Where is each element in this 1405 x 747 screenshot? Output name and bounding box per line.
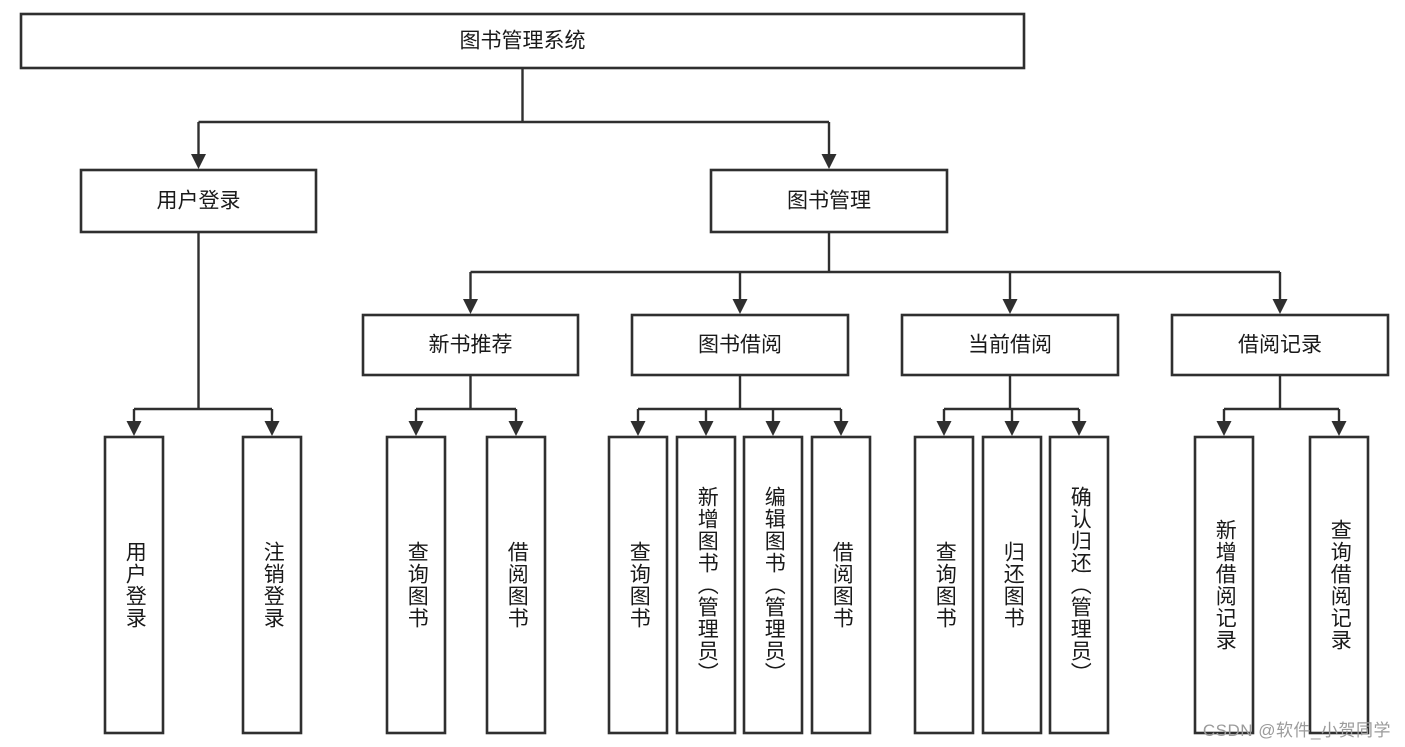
level3-box-2[interactable] bbox=[900, 313, 1120, 377]
level3-box-3[interactable] bbox=[1170, 313, 1390, 377]
current-leaves-arrow-1 bbox=[1004, 421, 1020, 436]
record-leaves-arrow-1 bbox=[1331, 421, 1347, 436]
leaf-box-11[interactable] bbox=[1193, 435, 1255, 735]
leaf-box-9[interactable] bbox=[981, 435, 1043, 735]
leaf-box-1[interactable] bbox=[241, 435, 303, 735]
level3-label-2: 当前借阅 bbox=[968, 334, 1052, 357]
current-leaves-arrow-2 bbox=[1071, 421, 1087, 436]
connector-layer bbox=[126, 68, 1347, 436]
leaf-box-10[interactable] bbox=[1048, 435, 1110, 735]
leaf-box-7[interactable] bbox=[810, 435, 872, 735]
current-leaves-arrow-0 bbox=[936, 421, 952, 436]
login-leaves-arrow-1 bbox=[264, 421, 280, 436]
leaf-box-2[interactable] bbox=[385, 435, 447, 735]
leaf-box-8[interactable] bbox=[913, 435, 975, 735]
level2-box-0[interactable] bbox=[79, 168, 318, 234]
leaf-box-6[interactable] bbox=[742, 435, 804, 735]
level2-label-0: 用户登录 bbox=[157, 190, 241, 213]
books-to-level3-arrow-2 bbox=[1002, 299, 1018, 314]
books-to-level3-arrow-1 bbox=[732, 299, 748, 314]
leaf-box-5[interactable] bbox=[675, 435, 737, 735]
borrow-leaves-arrow-3 bbox=[833, 421, 849, 436]
level3-label-3: 借阅记录 bbox=[1238, 334, 1322, 357]
leaf-box-12[interactable] bbox=[1308, 435, 1370, 735]
level3-box-0[interactable] bbox=[361, 313, 580, 377]
leaf-box-4[interactable] bbox=[607, 435, 669, 735]
root-to-level2-arrow-0 bbox=[191, 154, 206, 169]
root-box-0[interactable] bbox=[19, 12, 1026, 70]
level3-label-0: 新书推荐 bbox=[429, 334, 513, 357]
books-to-level3-arrow-3 bbox=[1272, 299, 1288, 314]
leaf-box-0[interactable] bbox=[103, 435, 165, 735]
level2-label-1: 图书管理 bbox=[787, 190, 871, 213]
csdn-watermark: CSDN @软件_小贺同学 bbox=[1202, 721, 1391, 740]
borrow-leaves-arrow-0 bbox=[630, 421, 646, 436]
borrow-leaves-arrow-2 bbox=[765, 421, 781, 436]
level3-box-1[interactable] bbox=[630, 313, 850, 377]
node-box-layer bbox=[19, 12, 1390, 735]
borrow-leaves-arrow-1 bbox=[698, 421, 714, 436]
record-leaves-arrow-0 bbox=[1216, 421, 1232, 436]
level2-box-1[interactable] bbox=[709, 168, 949, 234]
newbook-leaves-arrow-1 bbox=[508, 421, 524, 436]
level3-label-1: 图书借阅 bbox=[698, 334, 782, 357]
root-to-level2-arrow-1 bbox=[821, 154, 837, 169]
newbook-leaves-arrow-0 bbox=[408, 421, 424, 436]
root-label-0: 图书管理系统 bbox=[460, 30, 586, 53]
login-leaves-arrow-0 bbox=[126, 421, 142, 436]
books-to-level3-arrow-0 bbox=[463, 299, 478, 314]
leaf-box-3[interactable] bbox=[485, 435, 547, 735]
